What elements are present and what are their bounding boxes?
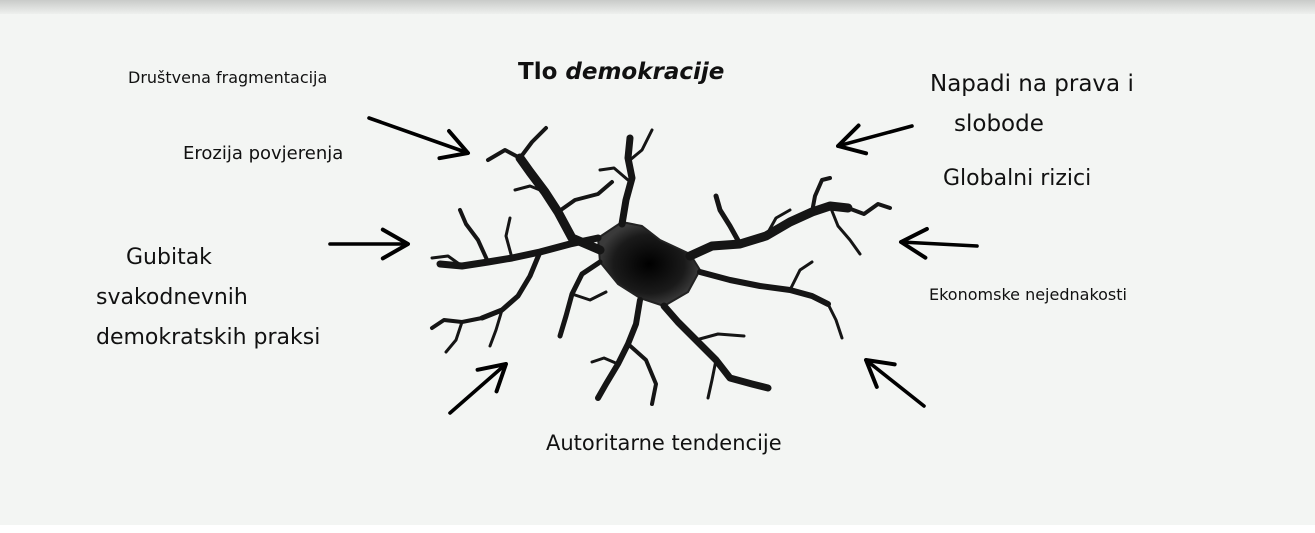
label-authoritarian-tendencies: Autoritarne tendencije [546, 430, 782, 457]
arrow-bottom-right [866, 360, 924, 406]
label-attacks-on-rights: Napadi na prava i slobode [930, 64, 1190, 144]
label-erosion-of-trust: Erozija povjerenja [183, 142, 343, 165]
practices-line-1: Gubitak [96, 238, 396, 278]
rights-line-2: slobode [930, 104, 1190, 144]
arrow-global-risks [901, 242, 977, 246]
label-global-risks: Globalni rizici [943, 165, 1091, 194]
rights-line-1: Napadi na prava i [930, 64, 1190, 104]
ground-crack-icon [432, 128, 890, 404]
title-emphasis: demokracije [565, 59, 724, 85]
diagram-title: Tlo demokracije [518, 58, 724, 88]
practices-line-3: demokratskih praksi [96, 318, 396, 358]
arrow-erosion-trust [369, 118, 468, 153]
label-loss-of-democratic-practices: Gubitak svakodnevnih demokratskih praksi [96, 238, 396, 358]
arrow-rights-freedoms [838, 126, 912, 146]
label-economic-inequality: Ekonomske nejednakosti [929, 285, 1127, 306]
title-prefix: Tlo [518, 59, 557, 85]
practices-line-2: svakodnevnih [96, 278, 396, 318]
label-social-fragmentation: Društvena fragmentacija [128, 68, 327, 89]
arrow-bottom-left [450, 364, 506, 413]
bottom-strip [0, 525, 1315, 533]
